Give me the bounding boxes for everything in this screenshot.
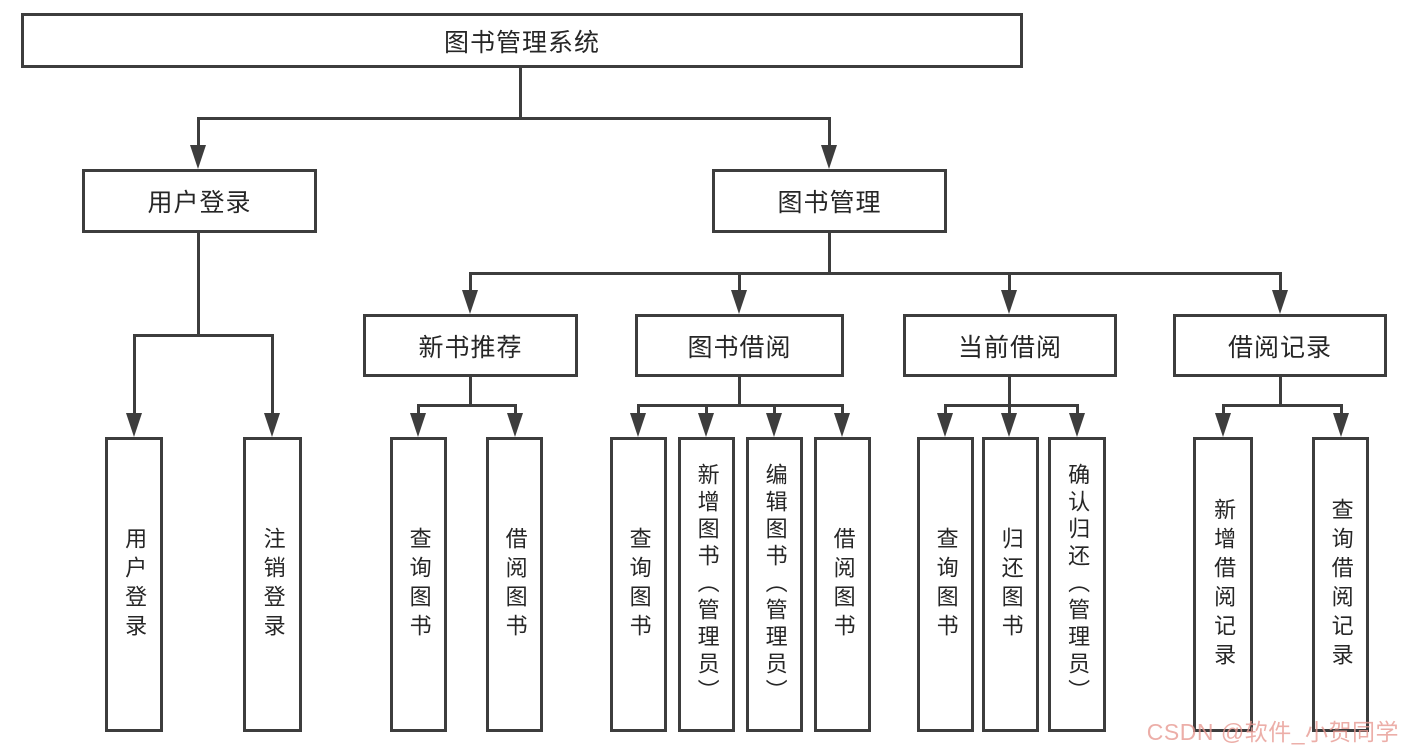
arrow-down-icon [937, 413, 953, 437]
arrow-down-icon [1272, 290, 1288, 314]
connector-stub-cb-return [1008, 404, 1011, 416]
node-current-label: 当前借阅 [957, 333, 1062, 362]
leaf-br-add: 新增借阅记录 [1193, 437, 1253, 732]
arrow-down-icon [264, 413, 280, 437]
connector-stub-cb-confirm [1076, 404, 1079, 416]
connector-stub-bb-add [705, 404, 708, 416]
arrow-down-icon [1333, 413, 1349, 437]
leaf-nb-query-label: 查询图书 [406, 526, 432, 643]
arrow-down-icon [1069, 413, 1085, 437]
leaf-cb-return-label: 归还图书 [998, 526, 1024, 643]
connector-bookmgmt-horizontal [469, 272, 1282, 275]
leaf-nb-borrow-label: 借阅图书 [502, 526, 528, 643]
arrow-down-icon [821, 145, 837, 169]
leaf-br-query-label: 查询借阅记录 [1328, 497, 1354, 672]
node-borrowing-label: 图书借阅 [687, 333, 792, 362]
arrow-down-icon [1001, 413, 1017, 437]
leaf-bb-edit: 编辑图书（管理员） [746, 437, 803, 732]
leaf-login: 用户登录 [105, 437, 163, 732]
node-book-mgmt: 图书管理 [712, 169, 947, 233]
connector-stub-br-query [1340, 404, 1343, 416]
leaf-bb-borrow-label: 借阅图书 [830, 526, 856, 643]
leaf-cb-query: 查询图书 [917, 437, 974, 732]
arrow-down-icon [731, 290, 747, 314]
arrow-down-icon [462, 290, 478, 314]
leaf-logout: 注销登录 [243, 437, 302, 732]
leaf-cb-confirm: 确认归还（管理员） [1048, 437, 1106, 732]
connector-bookmgmt-vertical [828, 233, 831, 274]
leaf-cb-confirm-label: 确认归还（管理员） [1065, 463, 1091, 706]
connector-root-vertical [519, 68, 522, 119]
node-records: 借阅记录 [1173, 314, 1387, 377]
arrow-down-icon [190, 145, 206, 169]
connector-borrowing-horizontal [637, 404, 844, 407]
arrow-down-icon [1215, 413, 1231, 437]
leaf-nb-query: 查询图书 [390, 437, 447, 732]
arrow-down-icon [507, 413, 523, 437]
connector-stub-user-login [197, 117, 200, 148]
leaf-bb-query-label: 查询图书 [626, 526, 652, 643]
connector-stub-records [1279, 272, 1282, 292]
connector-stub-bb-borrow [841, 404, 844, 416]
connector-stub-new-books [469, 272, 472, 292]
connector-stub-current [1008, 272, 1011, 292]
leaf-br-query: 查询借阅记录 [1312, 437, 1369, 732]
leaf-logout-label: 注销登录 [260, 526, 286, 643]
connector-records-vertical [1279, 377, 1282, 406]
node-root: 图书管理系统 [21, 13, 1023, 68]
connector-records-horizontal [1222, 404, 1343, 407]
connector-newbooks-vertical [469, 377, 472, 406]
connector-current-vertical [1008, 377, 1011, 406]
connector-stub-bb-query [637, 404, 640, 416]
connector-stub-br-add [1222, 404, 1225, 416]
node-records-label: 借阅记录 [1227, 333, 1332, 362]
leaf-bb-borrow: 借阅图书 [814, 437, 871, 732]
arrow-down-icon [1001, 290, 1017, 314]
leaf-cb-query-label: 查询图书 [933, 526, 959, 643]
leaf-bb-add-label: 新增图书（管理员） [694, 463, 720, 706]
connector-stub-bb-edit [773, 404, 776, 416]
leaf-cb-return: 归还图书 [982, 437, 1039, 732]
node-book-mgmt-label: 图书管理 [777, 189, 882, 217]
leaf-bb-add: 新增图书（管理员） [678, 437, 735, 732]
connector-stub-nb-borrow [514, 404, 517, 416]
connector-current-horizontal [944, 404, 1079, 407]
arrow-down-icon [766, 413, 782, 437]
arrow-down-icon [630, 413, 646, 437]
leaf-br-add-label: 新增借阅记录 [1211, 497, 1237, 672]
arrow-down-icon [126, 413, 142, 437]
leaf-nb-borrow: 借阅图书 [486, 437, 543, 732]
connector-stub-nb-query [417, 404, 420, 416]
connector-stub-book-mgmt [828, 117, 831, 148]
node-new-books: 新书推荐 [363, 314, 578, 377]
connector-userlogin-horizontal [133, 334, 274, 337]
connector-stub-borrowing [738, 272, 741, 292]
node-current: 当前借阅 [903, 314, 1117, 377]
arrow-down-icon [834, 413, 850, 437]
arrow-down-icon [698, 413, 714, 437]
leaf-bb-query: 查询图书 [610, 437, 667, 732]
connector-newbooks-horizontal [417, 404, 517, 407]
connector-stub-logout [271, 334, 274, 414]
node-borrowing: 图书借阅 [635, 314, 844, 377]
connector-stub-cb-query [944, 404, 947, 416]
node-user-login-label: 用户登录 [147, 189, 252, 217]
leaf-bb-edit-label: 编辑图书（管理员） [762, 463, 788, 706]
connector-borrowing-vertical [738, 377, 741, 406]
node-new-books-label: 新书推荐 [418, 333, 523, 362]
arrow-down-icon [410, 413, 426, 437]
connector-root-horizontal [197, 117, 831, 120]
connector-userlogin-vertical [197, 233, 200, 336]
leaf-login-label: 用户登录 [122, 526, 148, 643]
node-root-label: 图书管理系统 [443, 28, 600, 57]
node-user-login: 用户登录 [82, 169, 317, 233]
csdn-watermark: CSDN @软件_小贺同学 [1146, 719, 1399, 745]
connector-stub-login [133, 334, 136, 414]
